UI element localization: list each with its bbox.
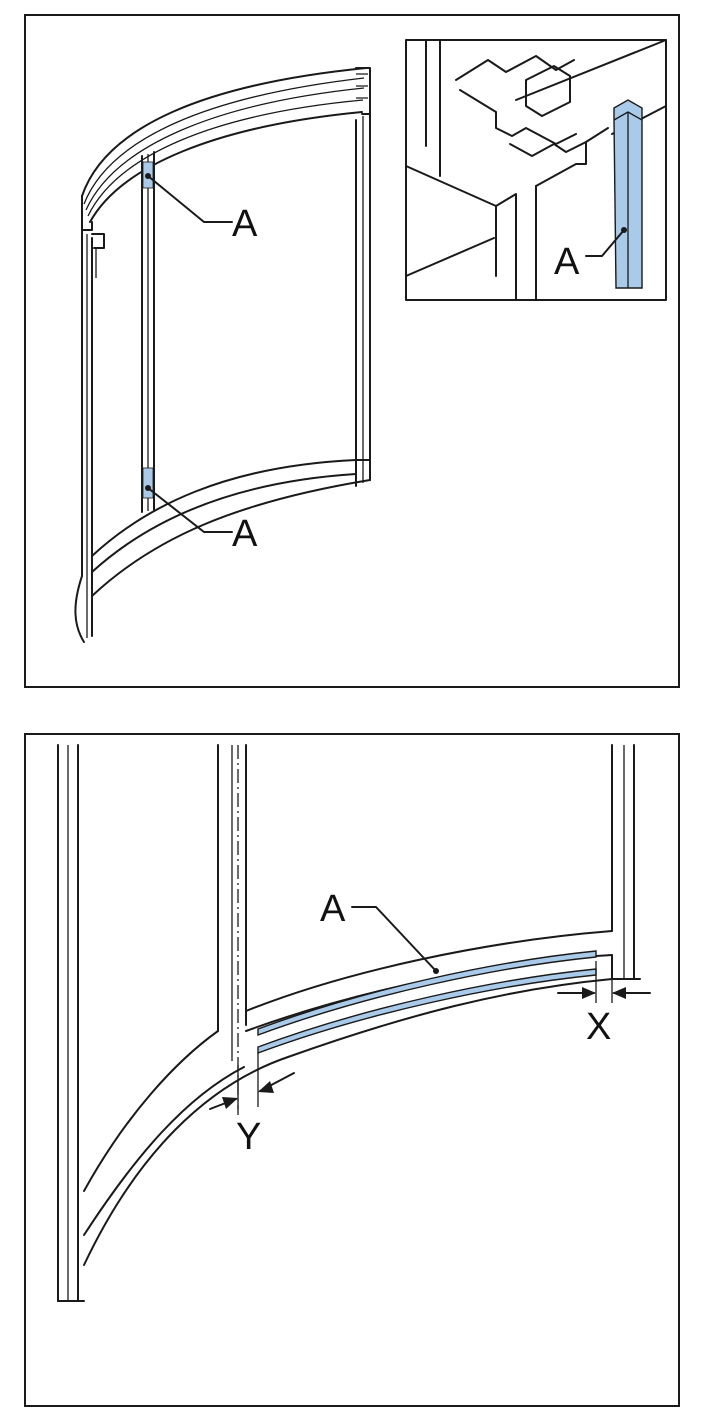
inset-profile-body xyxy=(495,193,517,301)
inset-label-a: A xyxy=(554,241,580,283)
inset-top-rail xyxy=(515,39,667,101)
canopy-end-block xyxy=(355,67,371,115)
sill-detail-drawing: A X Y xyxy=(57,744,651,1302)
leader-line-upper xyxy=(147,175,233,223)
left-jamb-outer xyxy=(74,229,85,643)
dim-y-arrowhead-right xyxy=(258,1081,274,1093)
canopy-end-detail xyxy=(356,73,368,99)
dim-y-arrowhead-left xyxy=(222,1097,238,1109)
canopy-ridge-1 xyxy=(83,77,365,205)
sill-top-edge xyxy=(245,930,613,1012)
marker-area-lower xyxy=(142,467,154,499)
label-y: Y xyxy=(236,1116,261,1158)
inset-profile-right xyxy=(535,127,609,187)
label-a-rail: A xyxy=(320,888,346,930)
rail-strip-upper xyxy=(257,950,597,1037)
sill-right-end xyxy=(355,459,371,481)
inset-notch xyxy=(509,141,587,157)
inset-profile-back xyxy=(405,165,497,277)
rail-leader-line xyxy=(351,906,437,972)
label-a-lower: A xyxy=(232,513,258,555)
sill-detail-panel: A X Y xyxy=(24,733,680,1407)
hinge-bracket xyxy=(91,233,105,249)
inset-profile-main xyxy=(425,39,441,177)
canopy-inner-edge xyxy=(89,111,363,223)
sill-lower-edge xyxy=(91,479,371,597)
dim-x-arrowhead-left xyxy=(582,987,596,999)
overview-panel: A A A xyxy=(24,14,680,688)
inset-clip-lower xyxy=(459,89,577,145)
canopy-outer-edge xyxy=(81,67,367,197)
canopy-left-end xyxy=(81,195,93,231)
canopy-ridge-3 xyxy=(87,99,364,217)
canopy-ridge-2 xyxy=(85,87,365,211)
leader-line-lower xyxy=(147,487,233,533)
inset-leader-line xyxy=(585,229,625,257)
inset-detail: A xyxy=(405,39,667,301)
label-a-upper: A xyxy=(232,203,258,245)
sill-inner-arc xyxy=(83,1030,219,1192)
label-x: X xyxy=(586,1006,611,1048)
sill-front-edge xyxy=(83,978,613,1266)
dim-x-arrowhead-right xyxy=(612,987,626,999)
inset-marker-edge xyxy=(613,111,643,288)
door-frame-overview-drawing: A A A xyxy=(74,39,667,643)
sill-upper-edge xyxy=(91,459,357,557)
sill-lower-arc xyxy=(83,1066,245,1236)
inset-clip-block xyxy=(525,65,571,117)
sill-mid-edge xyxy=(91,473,357,573)
